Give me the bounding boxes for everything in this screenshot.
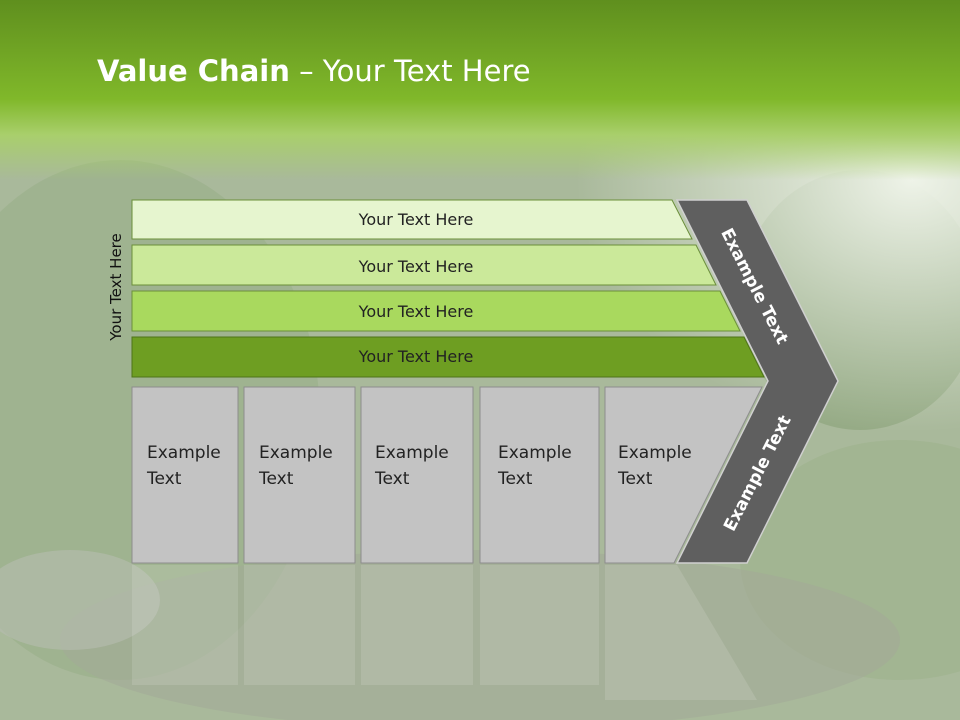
box-1-line2: Text (146, 469, 182, 489)
box-3-shape (360, 386, 474, 564)
box-4-line2: Text (497, 469, 533, 489)
bar-2-shape (131, 244, 717, 286)
bar-2-label: Your Text Here (358, 257, 474, 276)
bar-4-shape (131, 336, 765, 378)
box-3: Example Text (360, 386, 474, 564)
box-4-line1: Example (498, 443, 572, 463)
box-3-line1: Example (375, 443, 449, 463)
box-1: Example Text (131, 386, 239, 564)
reflection (132, 565, 757, 700)
box-5-shape (604, 386, 763, 564)
box-3-line2: Text (374, 469, 410, 489)
bar-1-label: Your Text Here (358, 210, 474, 229)
bar-3-label: Your Text Here (358, 302, 474, 321)
bar-3-shape (131, 290, 741, 332)
bar-4-label: Your Text Here (358, 347, 474, 366)
bar-1: Your Text Here (131, 199, 693, 240)
page-title: Value Chain – Your Text Here (97, 54, 531, 88)
box-2-line2: Text (258, 469, 294, 489)
bar-3: Your Text Here (131, 290, 741, 332)
title-rest: – Your Text Here (289, 54, 531, 88)
box-5-line2: Text (617, 469, 653, 489)
box-2: Example Text (243, 386, 356, 564)
bar-4: Your Text Here (131, 336, 765, 378)
bar-2: Your Text Here (131, 244, 717, 286)
box-5: Example Text (604, 386, 763, 564)
title-bold: Value Chain (97, 54, 290, 88)
box-5-line1: Example (618, 443, 692, 463)
chevron-arrow (675, 199, 839, 564)
box-2-line1: Example (259, 443, 333, 463)
box-4: Example Text (479, 386, 600, 564)
box-1-line1: Example (147, 443, 221, 463)
bar-1-shape (131, 199, 693, 240)
box-2-shape (243, 386, 356, 564)
box-4-shape (479, 386, 600, 564)
box-1-shape (131, 386, 239, 564)
